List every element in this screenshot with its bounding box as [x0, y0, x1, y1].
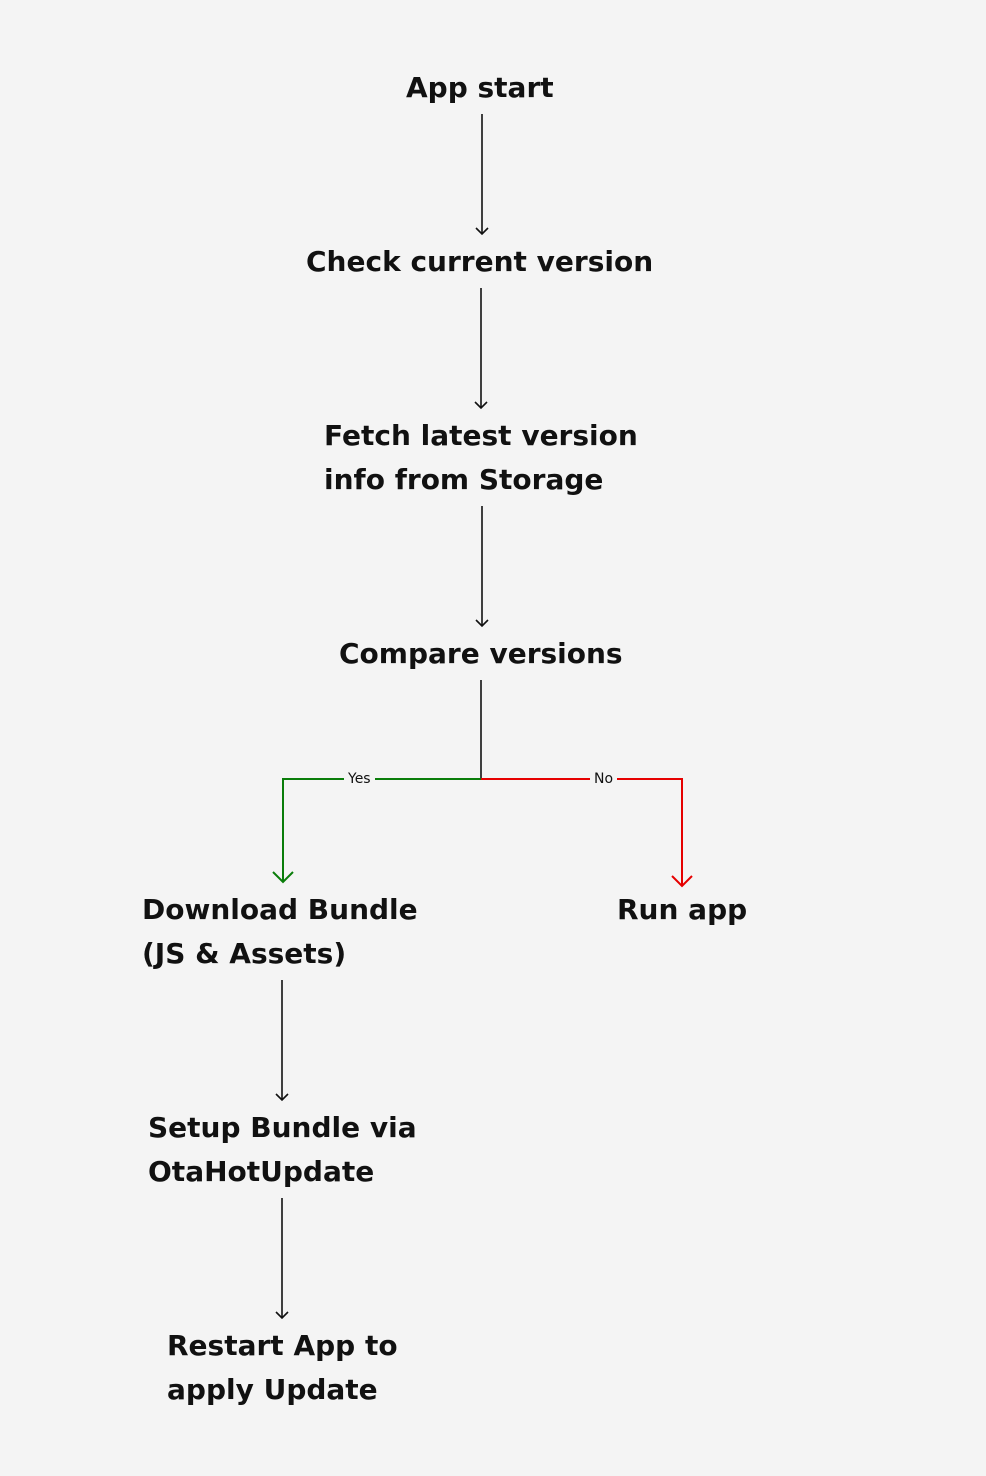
edge-label-yes: Yes: [344, 771, 375, 787]
edge-no-branch: [481, 778, 693, 888]
node-setup-bundle: Setup Bundle via OtaHotUpdate: [148, 1106, 417, 1194]
node-setup-line-1: Setup Bundle via: [148, 1111, 417, 1144]
edges-layer: [272, 114, 693, 1320]
node-fetch-latest-version: Fetch latest version info from Storage: [324, 414, 638, 502]
node-restart-app: Restart App to apply Update: [167, 1324, 398, 1412]
edge-fetch-to-compare: [475, 506, 489, 628]
edge-label-no: No: [590, 771, 618, 787]
edge-yes-branch: [272, 778, 481, 884]
node-download-line-1: Download Bundle: [142, 893, 418, 926]
node-run-app-line-1: Run app: [617, 893, 748, 926]
node-app-start-line-1: App start: [406, 71, 554, 104]
node-restart-line-1: Restart App to: [167, 1329, 398, 1362]
node-download-bundle: Download Bundle (JS & Assets): [142, 888, 418, 976]
node-fetch-line-2: info from Storage: [324, 463, 604, 496]
node-setup-line-2: OtaHotUpdate: [148, 1155, 375, 1188]
node-restart-line-2: apply Update: [167, 1373, 378, 1406]
node-check-current-version: Check current version: [306, 240, 653, 284]
edge-download-to-setup: [275, 980, 289, 1102]
node-app-start: App start: [406, 66, 554, 110]
edge-setup-to-restart: [275, 1198, 289, 1320]
node-compare-versions: Compare versions: [339, 632, 623, 676]
node-fetch-line-1: Fetch latest version: [324, 419, 638, 452]
node-download-line-2: (JS & Assets): [142, 937, 347, 970]
node-check-line-1: Check current version: [306, 245, 654, 278]
edge-check-to-fetch: [474, 288, 488, 410]
node-compare-line-1: Compare versions: [339, 637, 623, 670]
node-run-app: Run app: [617, 888, 747, 932]
edge-start-to-check: [475, 114, 489, 236]
